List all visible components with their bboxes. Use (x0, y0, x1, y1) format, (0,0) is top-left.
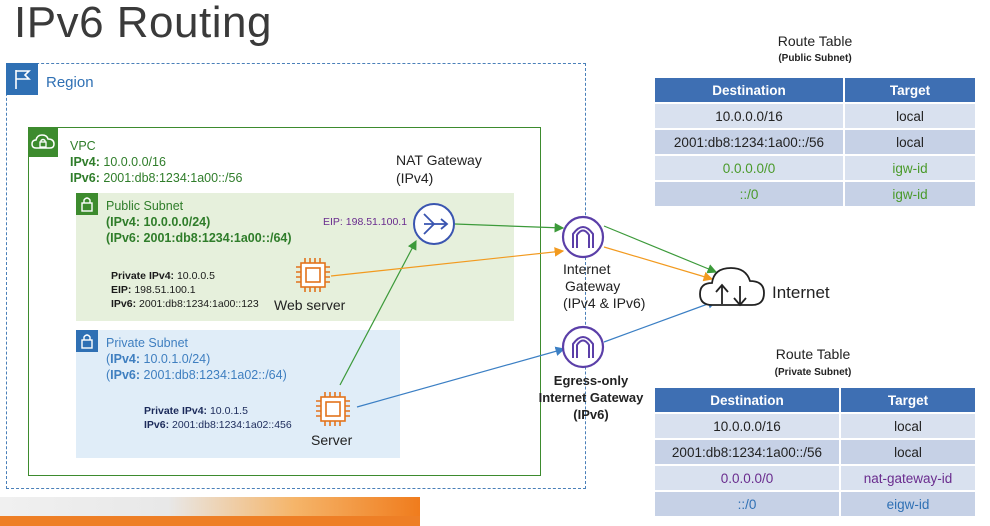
eigw-line1: Egress-only (553, 373, 629, 388)
table-row: ::/0 igw-id (655, 182, 975, 206)
server-private-ip: Private IPv4: 10.0.1.5 (144, 405, 248, 417)
column-header: Target (845, 78, 975, 102)
nat-gateway-icon (413, 203, 455, 245)
table-header-row: Destination Target (655, 388, 975, 412)
table-header-row: Destination Target (655, 78, 975, 102)
table-cell: 10.0.0.0/16 (655, 104, 843, 128)
arrow-server-to-nat (339, 239, 417, 386)
table-cell: local (841, 414, 975, 438)
igw-line1: Internet (563, 261, 611, 277)
server-info: Private IPv4: 10.0.1.5 IPv6: 2001:db8:12… (144, 404, 292, 432)
public-subnet-name: Public Subnet (106, 199, 184, 213)
server-chip-icon (316, 392, 350, 426)
lock-icon (76, 193, 98, 215)
eigw-line3: (IPv6) (573, 407, 609, 422)
table-row: 10.0.0.0/16 local (655, 414, 975, 438)
vpc-boundary (28, 127, 541, 476)
igw-line2: Gateway (565, 278, 621, 294)
table-cell: local (845, 104, 975, 128)
vpc-info: VPC IPv4: 10.0.0.0/16 IPv6: 2001:db8:123… (70, 138, 242, 186)
table-cell: 10.0.0.0/16 (655, 414, 839, 438)
column-header: Destination (655, 388, 839, 412)
public-route-table-title: Route Table (777, 33, 853, 49)
lock-icon (76, 330, 98, 352)
arrow-nat-to-igw (454, 222, 565, 233)
nat-eip-label: EIP: 198.51.100.1 (323, 216, 408, 228)
table-row: 0.0.0.0/0 igw-id (655, 156, 975, 180)
web-server-chip-icon (296, 258, 330, 292)
public-subnet-ipv4: (IPv4: 10.0.0.0/24) (106, 215, 211, 229)
table-cell: igw-id (845, 156, 975, 180)
page-title: IPv6 Routing (14, 0, 272, 47)
web-server-private-ip: Private IPv4: 10.0.0.5 (111, 270, 215, 282)
nat-gateway-label: NAT Gateway (IPv4) (396, 151, 482, 187)
table-row: 2001:db8:1234:1a00::/56 local (655, 440, 975, 464)
table-cell: igw-id (845, 182, 975, 206)
public-route-table: Destination Target 10.0.0.0/16 local 200… (653, 76, 977, 208)
web-server-eip: EIP: 198.51.100.1 (111, 284, 196, 296)
eigw-line2: Internet Gateway (538, 390, 644, 405)
web-server-info: Private IPv4: 10.0.0.5 EIP: 198.51.100.1… (111, 269, 259, 311)
arrow-webserver-to-igw (330, 247, 565, 277)
arrow-igw-orange-to-internet (603, 246, 714, 282)
internet-label: Internet (772, 283, 830, 302)
private-route-table-title: Route Table (775, 346, 851, 362)
internet-cloud-icon (699, 267, 765, 307)
decorative-bottom-stripe (0, 516, 420, 526)
egress-only-gateway-label: Egress-only Internet Gateway (IPv6) (531, 372, 651, 423)
flag-icon (6, 63, 38, 95)
nat-line2: (IPv4) (396, 170, 434, 186)
table-cell: 0.0.0.0/0 (655, 156, 843, 180)
table-cell: 2001:db8:1234:1a00::/56 (655, 130, 843, 154)
arrow-eigw-to-internet (603, 299, 718, 343)
table-cell: ::/0 (655, 182, 843, 206)
arrow-server-to-eigw (356, 346, 566, 408)
public-subnet-info: Public Subnet (IPv4: 10.0.0.0/24) (IPv6:… (106, 198, 292, 246)
egress-only-gateway-icon (561, 325, 605, 369)
region-label: Region (46, 74, 94, 91)
table-row: 0.0.0.0/0 nat-gateway-id (655, 466, 975, 490)
igw-line3: (IPv4 & IPv6) (563, 295, 646, 311)
private-route-table: Destination Target 10.0.0.0/16 local 200… (653, 386, 977, 518)
vpc-name: VPC (70, 139, 96, 153)
private-subnet-ipv4: (IPv4: 10.0.1.0/24) (106, 352, 211, 366)
table-cell: 2001:db8:1234:1a00::/56 (655, 440, 839, 464)
private-subnet-name: Private Subnet (106, 336, 188, 350)
table-cell: local (845, 130, 975, 154)
table-row: 2001:db8:1234:1a00::/56 local (655, 130, 975, 154)
nat-line1: NAT Gateway (396, 152, 482, 168)
internet-gateway-icon (561, 215, 605, 259)
server-ipv6: IPv6: 2001:db8:1234:1a02::456 (144, 419, 292, 431)
internet-gateway-label: Internet Gateway (IPv4 & IPv6) (563, 261, 653, 312)
vpc-ipv6: IPv6: 2001:db8:1234:1a00::/56 (70, 171, 243, 185)
table-row: 10.0.0.0/16 local (655, 104, 975, 128)
cloud-lock-icon (28, 127, 58, 157)
column-header: Destination (655, 78, 843, 102)
region-boundary (6, 63, 586, 489)
column-header: Target (841, 388, 975, 412)
table-cell: nat-gateway-id (841, 466, 975, 490)
private-subnet-info: Private Subnet (IPv4: 10.0.1.0/24) (IPv6… (106, 335, 287, 383)
private-subnet-ipv6: (IPv6: 2001:db8:1234:1a02::/64) (106, 368, 287, 382)
table-cell: eigw-id (841, 492, 975, 516)
table-row: ::/0 eigw-id (655, 492, 975, 516)
private-subnet-box (76, 330, 400, 458)
private-route-table-subtitle: (Private Subnet) (774, 367, 852, 378)
server-label: Server (311, 432, 353, 448)
arrow-igw-green-to-internet (603, 225, 718, 274)
public-route-table-subtitle: (Public Subnet) (778, 53, 852, 64)
vpc-ipv4: IPv4: 10.0.0.0/16 (70, 155, 166, 169)
table-cell: ::/0 (655, 492, 839, 516)
web-server-ipv6: IPv6: 2001:db8:1234:1a00::123 (111, 298, 259, 310)
table-cell: 0.0.0.0/0 (655, 466, 839, 490)
table-cell: local (841, 440, 975, 464)
web-server-label: Web server (274, 297, 346, 313)
public-subnet-ipv6: (IPv6: 2001:db8:1234:1a00::/64) (106, 231, 292, 245)
